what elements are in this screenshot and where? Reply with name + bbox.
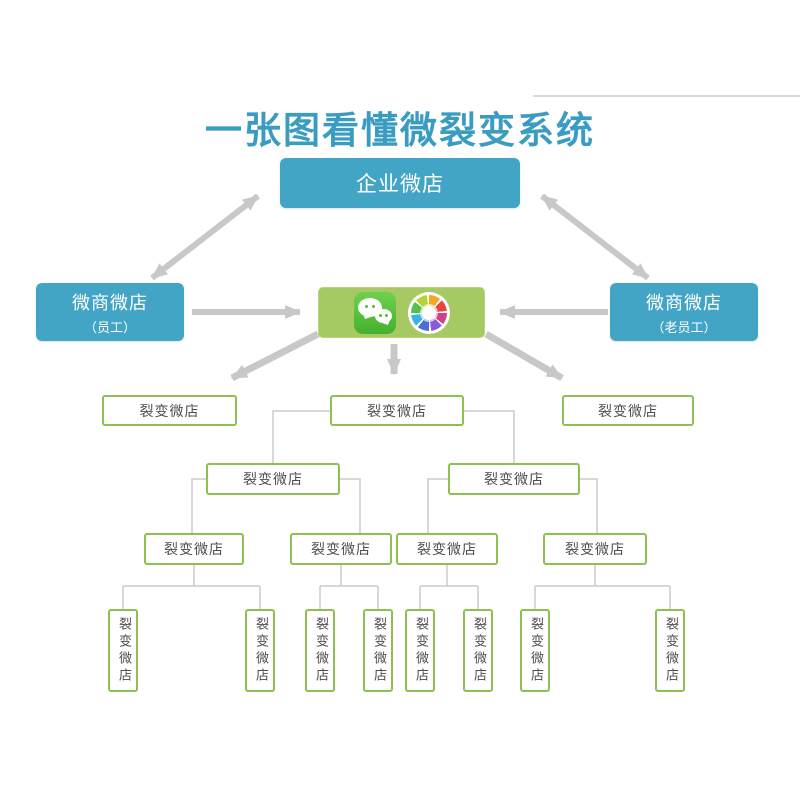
fission-node-l4-5: 裂变微店 bbox=[405, 609, 435, 692]
merchant-store-senior-label: 微商微店 bbox=[646, 292, 722, 314]
wechat-hub-node bbox=[318, 287, 485, 338]
arrow-hub-downleft bbox=[230, 330, 320, 382]
fission-node-l4-1: 裂变微店 bbox=[108, 609, 138, 692]
fission-node-l4-7: 裂变微店 bbox=[520, 609, 550, 692]
fission-node-l3-2: 裂变微店 bbox=[290, 533, 392, 565]
merchant-store-employee-sublabel: （员工） bbox=[83, 320, 136, 336]
connector-l3b-children bbox=[319, 565, 379, 609]
connector-l3d-children bbox=[534, 565, 671, 609]
fission-node-l4-4: 裂变微店 bbox=[363, 609, 393, 692]
moments-icon bbox=[407, 291, 450, 334]
connector-l3c-children bbox=[419, 565, 479, 609]
top-right-rule bbox=[533, 95, 800, 97]
fission-node-l4-8: 裂变微店 bbox=[655, 609, 685, 692]
connector-l2b-l3c bbox=[427, 478, 448, 533]
fission-node-l3-1: 裂变微店 bbox=[144, 533, 244, 565]
fission-node-l3-3: 裂变微店 bbox=[396, 533, 498, 565]
fission-node-l1-3: 裂变微店 bbox=[562, 395, 694, 426]
fission-node-l1-1: 裂变微店 bbox=[102, 395, 237, 426]
fission-node-l2-2: 裂变微店 bbox=[448, 463, 580, 495]
arrow-enterprise-left bbox=[150, 193, 260, 281]
page-title: 一张图看懂微裂变系统 bbox=[205, 109, 595, 152]
fission-node-l4-6: 裂变微店 bbox=[463, 609, 493, 692]
fission-node-l4-3: 裂变微店 bbox=[305, 609, 335, 692]
wechat-icon bbox=[353, 291, 396, 334]
merchant-store-employee-label: 微商微店 bbox=[72, 292, 148, 314]
arrow-hub-downright bbox=[484, 330, 564, 382]
connector-l1-l2-left bbox=[272, 410, 330, 463]
fission-node-l4-2: 裂变微店 bbox=[245, 609, 275, 692]
connector-l2b-l3d bbox=[580, 478, 598, 533]
connector-l2a-l3b bbox=[340, 478, 361, 533]
fission-node-l1-2: 裂变微店 bbox=[330, 395, 464, 426]
fission-node-l2-1: 裂变微店 bbox=[206, 463, 340, 495]
enterprise-store-label: 企业微店 bbox=[356, 172, 444, 196]
merchant-store-employee-node: 微商微店 （员工） bbox=[36, 283, 184, 341]
fission-node-l3-4: 裂变微店 bbox=[543, 533, 647, 565]
connector-l3a-children bbox=[122, 565, 261, 609]
merchant-store-senior-sublabel: （老员工） bbox=[651, 320, 717, 336]
merchant-store-senior-node: 微商微店 （老员工） bbox=[610, 283, 758, 341]
connector-l2a-l3a bbox=[191, 478, 206, 533]
arrow-enterprise-right bbox=[540, 193, 650, 281]
enterprise-store-node: 企业微店 bbox=[280, 158, 520, 208]
connector-l1-l2-right bbox=[464, 410, 515, 463]
